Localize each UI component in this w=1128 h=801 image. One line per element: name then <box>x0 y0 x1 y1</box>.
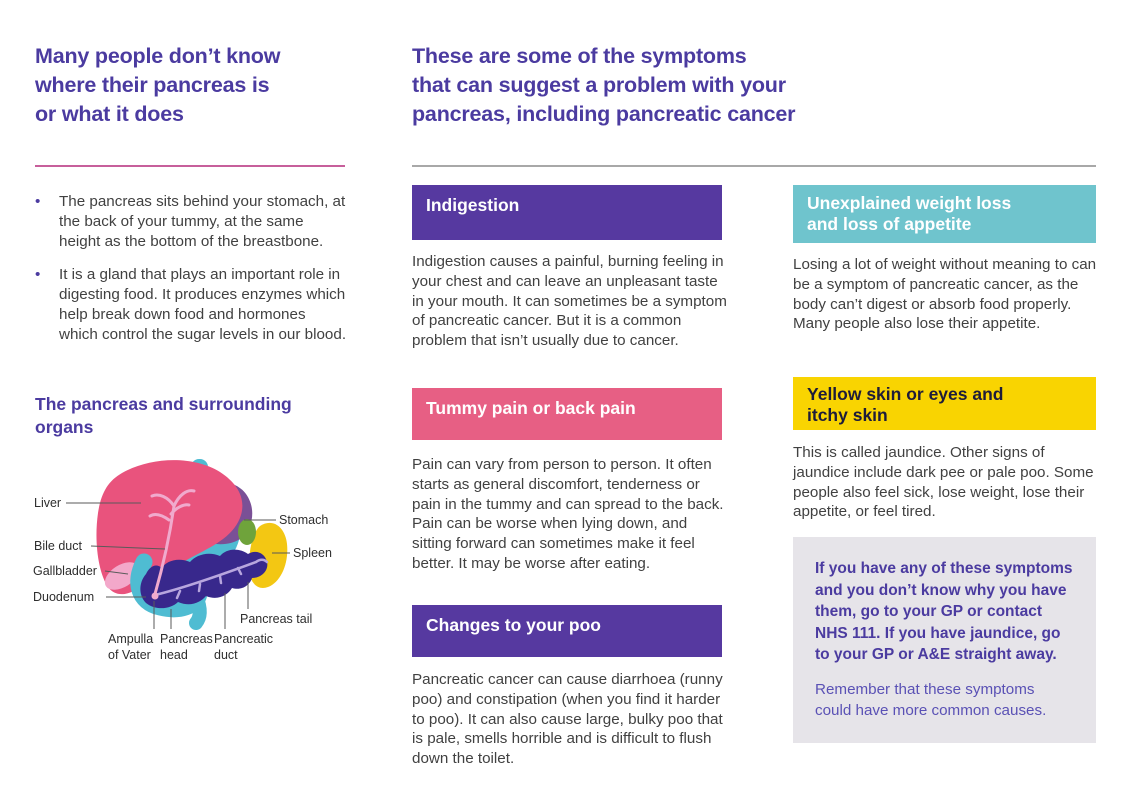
card-header-poo-changes: Changes to your poo <box>412 605 722 657</box>
pancreatic-duct-label: duct <box>214 648 238 662</box>
card-title: itchy skin <box>807 405 888 425</box>
pancreas-facts-list: • The pancreas sits behind your stomach,… <box>35 192 347 359</box>
pancreas-head-label: Pancreas <box>160 632 213 646</box>
bullet-marker: • <box>35 266 41 284</box>
card-body-jaundice: This is called jaundice. Other signs of … <box>793 444 1094 521</box>
stomach-label: Stomach <box>279 513 328 527</box>
advice-bold-text: If you have any of these symptoms and yo… <box>815 560 1073 663</box>
ampulla-label: of Vater <box>108 648 151 662</box>
list-item-text: It is a gland that plays an important ro… <box>59 266 347 343</box>
gallbladder-label-line <box>104 570 129 575</box>
card-header-tummy-pain: Tummy pain or back pain <box>412 388 722 440</box>
left-heading-line: Many people don’t know <box>35 44 281 68</box>
ampulla-shape <box>151 592 159 600</box>
kidney-shape <box>238 519 256 545</box>
card-header-weight-loss: Unexplained weight loss and loss of appe… <box>793 185 1096 243</box>
pancreas-anatomy-diagram: Liver Bile duct Gallbladder Duodenum Sto… <box>33 459 332 662</box>
ampulla-label: Ampulla <box>108 632 153 646</box>
gallbladder-label: Gallbladder <box>33 564 97 578</box>
card-body-poo-changes: Pancreatic cancer can cause diarrhoea (r… <box>412 671 723 768</box>
advice-box: If you have any of these symptoms and yo… <box>793 537 1096 743</box>
pancreas-tail-label: Pancreas tail <box>240 612 312 626</box>
card-title: Tummy pain or back pain <box>426 398 636 418</box>
diagram-heading: The pancreas and surrounding organs <box>35 393 355 439</box>
bile-duct-label-line <box>90 545 166 550</box>
advice-note-text: Remember that these symptoms could have … <box>815 680 1047 720</box>
card-title: and loss of appetite <box>807 214 972 234</box>
bullet-marker: • <box>35 193 41 210</box>
liver-label: Liver <box>34 496 61 510</box>
pancreas-shape <box>140 549 268 609</box>
spleen-label: Spleen <box>293 546 332 560</box>
symptoms-heading-line: These are some of the symptoms <box>412 44 747 68</box>
card-body-indigestion: Indigestion causes a painful, burning fe… <box>412 253 727 350</box>
card-title: Indigestion <box>426 195 520 215</box>
bile-duct-shape <box>148 489 196 596</box>
gray-divider <box>412 165 1096 167</box>
pink-divider <box>35 165 345 167</box>
card-body-weight-loss: Losing a lot of weight without meaning t… <box>793 256 1097 333</box>
card-title: Changes to your poo <box>426 615 601 635</box>
duodenum-label: Duodenum <box>33 590 94 604</box>
symptoms-heading-line: pancreas, including pancreatic cancer <box>412 102 796 126</box>
list-item: • The pancreas sits behind your stomach,… <box>35 192 347 251</box>
list-item: • It is a gland that plays an important … <box>35 265 347 344</box>
card-title: Unexplained weight loss <box>807 193 1012 213</box>
symptoms-heading: These are some of the symptoms that can … <box>412 42 892 129</box>
pancreatic-duct-label: Pancreatic <box>214 632 273 646</box>
left-heading-line: where their pancreas is <box>35 73 270 97</box>
list-item-text: The pancreas sits behind your stomach, a… <box>59 193 346 250</box>
diagram-heading-line: The pancreas and surrounding <box>35 394 292 414</box>
left-heading: Many people don’t know where their pancr… <box>35 42 365 129</box>
bile-duct-label: Bile duct <box>34 539 82 553</box>
left-heading-line: or what it does <box>35 102 184 126</box>
card-header-jaundice: Yellow skin or eyes and itchy skin <box>793 377 1096 430</box>
card-body-tummy-pain: Pain can vary from person to person. It … <box>412 456 724 572</box>
symptoms-heading-line: that can suggest a problem with your <box>412 73 786 97</box>
pancreatic-duct-shape <box>153 558 269 600</box>
card-header-indigestion: Indigestion <box>412 185 722 240</box>
card-title: Yellow skin or eyes and <box>807 384 1004 404</box>
pancreas-head-label: head <box>160 648 188 662</box>
diagram-heading-line: organs <box>35 417 94 437</box>
